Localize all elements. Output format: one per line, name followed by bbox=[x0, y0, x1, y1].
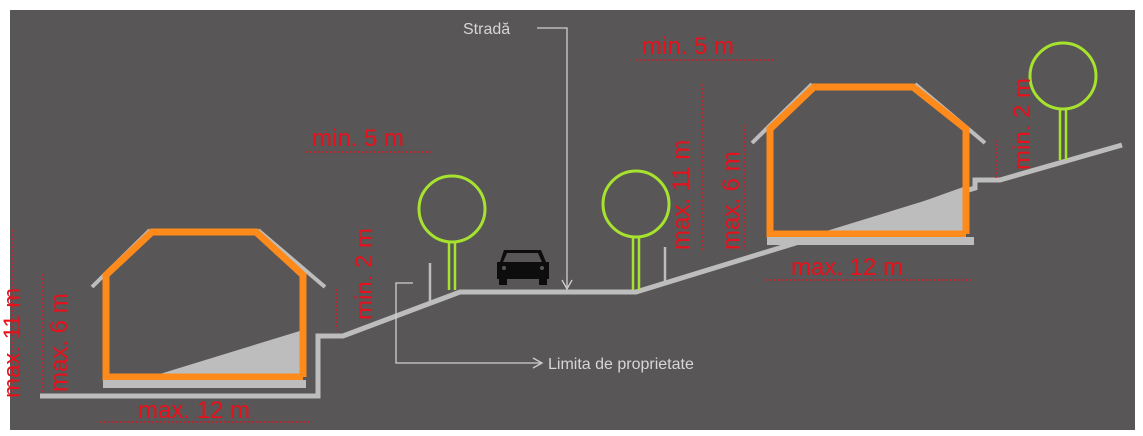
property-limit-label: Limita de proprietate bbox=[548, 356, 694, 373]
street-callout: Stradă bbox=[463, 21, 573, 291]
right-house-ground-wedge bbox=[838, 186, 966, 232]
tree-icon bbox=[417, 174, 487, 290]
left-house-foundation bbox=[103, 380, 306, 388]
left-side-gap-label: min. 2 m bbox=[351, 228, 378, 320]
tree-icon bbox=[601, 169, 671, 290]
left-height-eaves-label: max. 6 m bbox=[46, 293, 73, 392]
left-house-outline bbox=[102, 228, 307, 381]
left-house-ground-wedge bbox=[150, 330, 303, 377]
right-house-foundation bbox=[767, 237, 974, 245]
right-side-gap-label: min. 2 m bbox=[1009, 78, 1036, 170]
street-label: Stradă bbox=[463, 21, 510, 38]
left-setback-label: min. 5 m bbox=[312, 125, 404, 152]
property-limit-callout: Limita de proprietate bbox=[395, 282, 694, 373]
right-width-label: max. 12 m bbox=[791, 254, 903, 281]
left-width-label: max. 12 m bbox=[138, 397, 250, 424]
right-setback-label: min. 5 m bbox=[642, 33, 734, 60]
ground-profile bbox=[40, 142, 1123, 399]
right-height-eaves-label: max. 6 m bbox=[718, 151, 745, 250]
left-height-total-label: max. 11 m bbox=[0, 288, 26, 398]
right-height-total-label: max. 11 m bbox=[668, 140, 695, 250]
car-icon bbox=[497, 250, 549, 285]
tree-icon bbox=[1028, 41, 1098, 160]
right-house-outline bbox=[766, 83, 970, 238]
